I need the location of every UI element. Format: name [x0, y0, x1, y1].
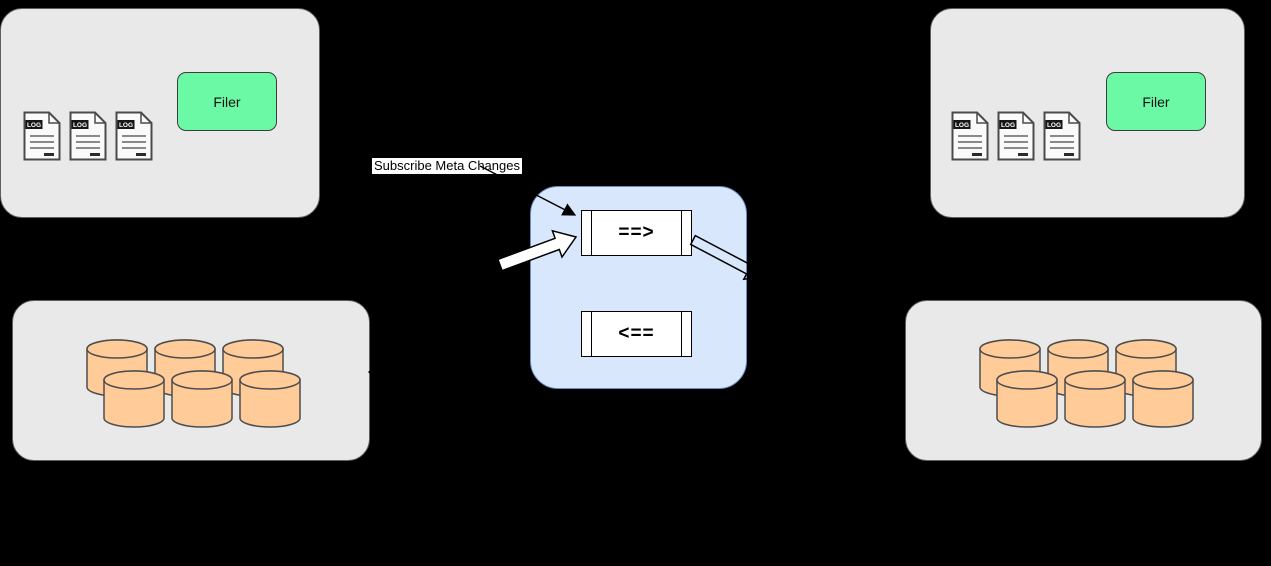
log-badge-bg [117, 120, 135, 129]
log-badge-text: LOG [955, 122, 969, 129]
volume-cylinder [239, 370, 301, 428]
datacenter-box-right: LOG LOG LOG Filer [930, 8, 1245, 218]
queue-forward: ==> [581, 210, 692, 256]
queue-end-bar [681, 211, 682, 255]
log-file-icon: LOG [23, 111, 61, 161]
queue-backward: <== [581, 311, 692, 357]
filer-node-left: Filer [177, 72, 277, 131]
log-badge-bg [999, 120, 1017, 129]
write-back-arrow [367, 369, 441, 395]
log-badge-text: LOG [27, 122, 41, 129]
log-file-icon: LOG [1043, 111, 1081, 161]
queue-end-bar [591, 312, 592, 356]
volume-cylinder [1132, 370, 1194, 428]
log-badge-text: LOG [1047, 122, 1061, 129]
log-file-icon: LOG [951, 111, 989, 161]
filer-node-right: Filer [1106, 72, 1206, 131]
log-badge-text: LOG [1001, 122, 1015, 129]
queue-forward-label: ==> [618, 222, 655, 243]
volume-cylinder [996, 370, 1058, 428]
log-badge-bg [71, 120, 89, 129]
queue-backward-label: <== [618, 323, 655, 344]
log-files-group-right: LOG LOG LOG [951, 111, 1081, 161]
subscribe-meta-changes-label: Subscribe Meta Changes [372, 158, 522, 174]
log-file-icon: LOG [997, 111, 1035, 161]
log-badge-bg [25, 120, 43, 129]
log-badge-bg [1045, 120, 1063, 129]
log-file-icon: LOG [69, 111, 107, 161]
log-badge-text: LOG [73, 122, 87, 129]
queue-end-bar [681, 312, 682, 356]
volume-cylinder [103, 370, 165, 428]
queue-end-bar [591, 211, 592, 255]
log-badge-text: LOG [119, 122, 133, 129]
storage-box-right [905, 300, 1262, 461]
log-file-icon: LOG [115, 111, 153, 161]
volume-cylinder [171, 370, 233, 428]
storage-box-left [12, 300, 370, 461]
filer-label: Filer [213, 93, 241, 110]
log-badge-bg [953, 120, 971, 129]
datacenter-box-left: LOG LOG LOG Filer [0, 8, 320, 218]
volume-cylinder [1064, 370, 1126, 428]
log-files-group-left: LOG LOG LOG [23, 111, 153, 161]
replication-hub-box: ==> <== [530, 186, 747, 389]
filer-label: Filer [1142, 93, 1170, 110]
